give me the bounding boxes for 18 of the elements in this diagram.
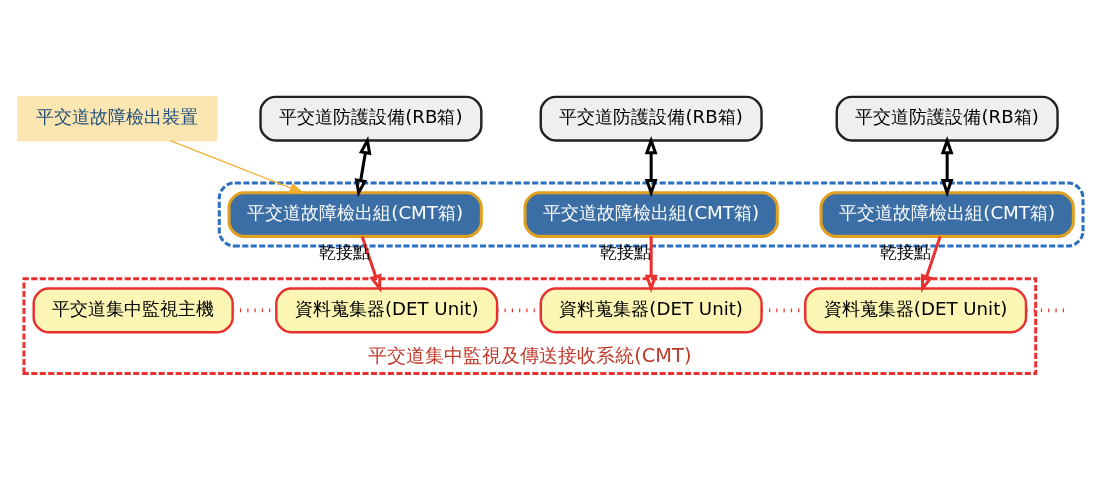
- node-box: 平交道防護設備(RB箱): [835, 95, 1059, 142]
- arrow: [644, 235, 658, 293]
- node-box: 資料蒐集器(DET Unit): [804, 286, 1028, 333]
- arrow: [169, 139, 305, 193]
- arrow: [354, 135, 372, 197]
- node-box: 平交道故障檢出裝置: [17, 95, 218, 141]
- arrow: [920, 235, 942, 293]
- arrow: [940, 135, 954, 197]
- node-box: 平交道故障檢出組(CMT箱): [227, 190, 483, 238]
- node-box: 資料蒐集器(DET Unit): [539, 286, 763, 333]
- node-box: 平交道防護設備(RB箱): [259, 95, 483, 142]
- node-box: 平交道集中監視主機: [32, 286, 234, 333]
- node-box: 平交道故障檢出組(CMT箱): [523, 190, 779, 238]
- node-box: 平交道故障檢出組(CMT箱): [819, 190, 1075, 238]
- arrow: [644, 135, 658, 197]
- node-box: 平交道防護設備(RB箱): [539, 95, 763, 142]
- node-box: 資料蒐集器(DET Unit): [275, 286, 499, 333]
- edge-label: 乾接點: [879, 241, 931, 262]
